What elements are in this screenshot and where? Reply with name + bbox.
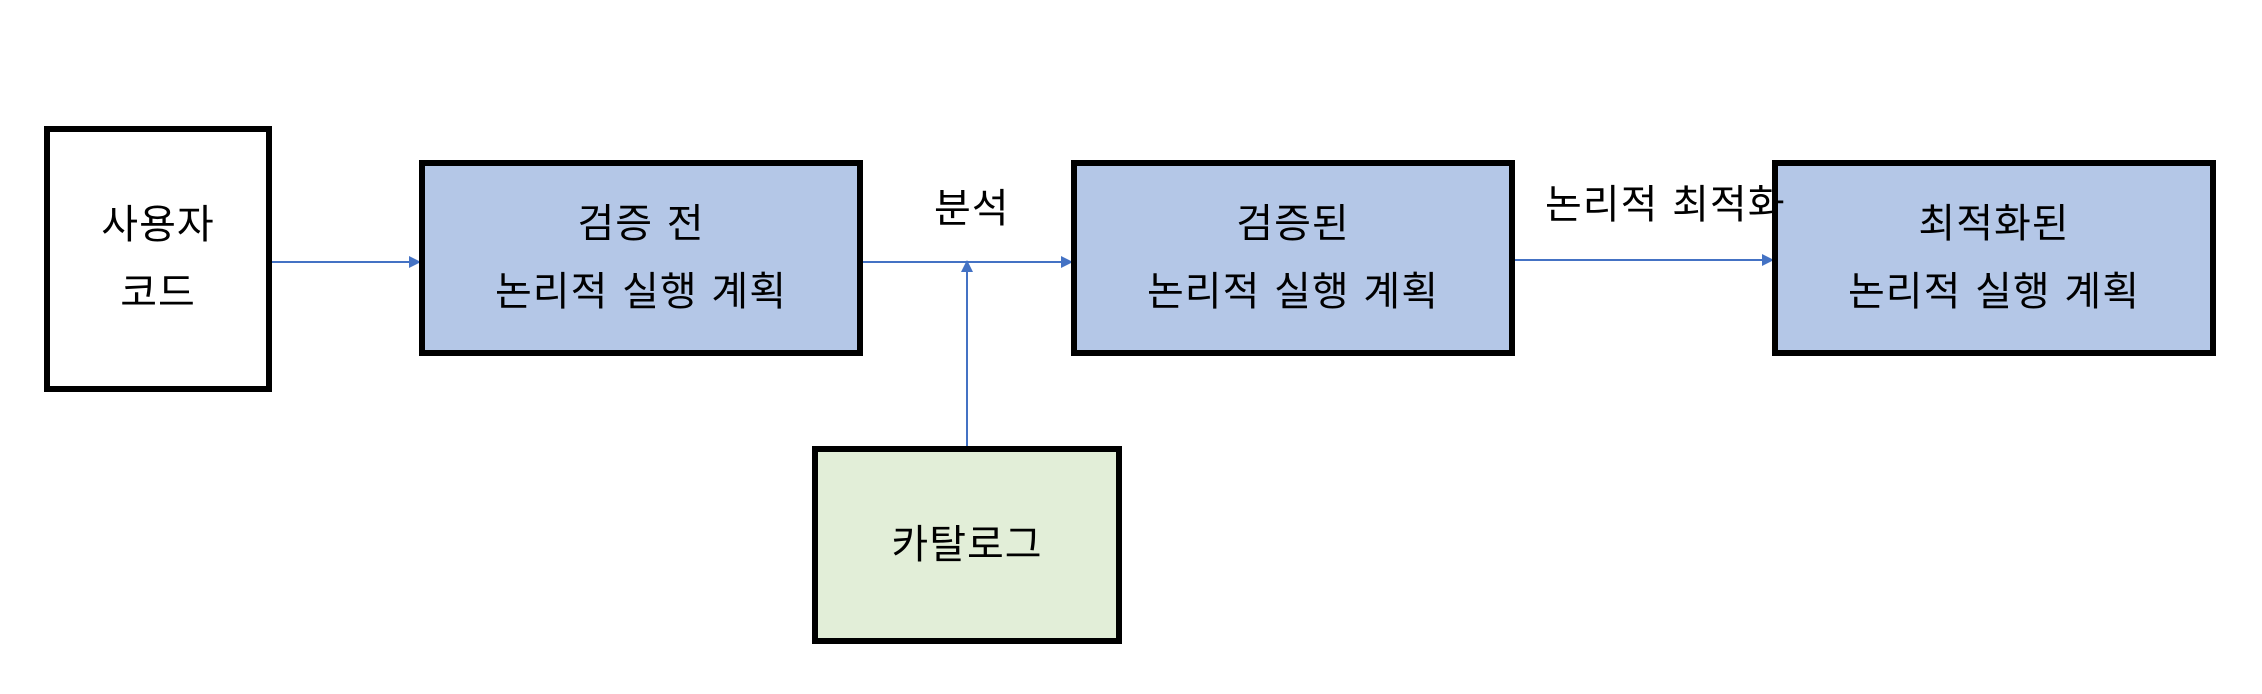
analysis-edge-label: 분석 (934, 186, 1010, 232)
pre-plan-line2: 논리적 실행 계획 (494, 269, 788, 315)
pre-verification-plan-box: 검증 전 논리적 실행 계획 (419, 160, 863, 356)
optimized-plan-line2: 논리적 실행 계획 (1847, 269, 2141, 315)
logical-optimization-edge-label: 논리적 최적화 (1545, 182, 1786, 228)
optimized-plan-box: 최적화된 논리적 실행 계획 (1772, 160, 2216, 356)
verified-plan-box: 검증된 논리적 실행 계획 (1071, 160, 1515, 356)
catalog-label: 카탈로그 (891, 522, 1043, 568)
user-code-box: 사용자 코드 (44, 126, 272, 392)
catalog-box: 카탈로그 (812, 446, 1122, 644)
verified-plan-line1: 검증된 (1236, 201, 1350, 247)
pre-plan-line1: 검증 전 (577, 201, 705, 247)
verified-plan-line2: 논리적 실행 계획 (1146, 269, 1440, 315)
user-code-line1: 사용자 (101, 202, 215, 248)
user-code-line2: 코드 (120, 270, 196, 316)
optimized-plan-line1: 최적화된 (1918, 201, 2070, 247)
